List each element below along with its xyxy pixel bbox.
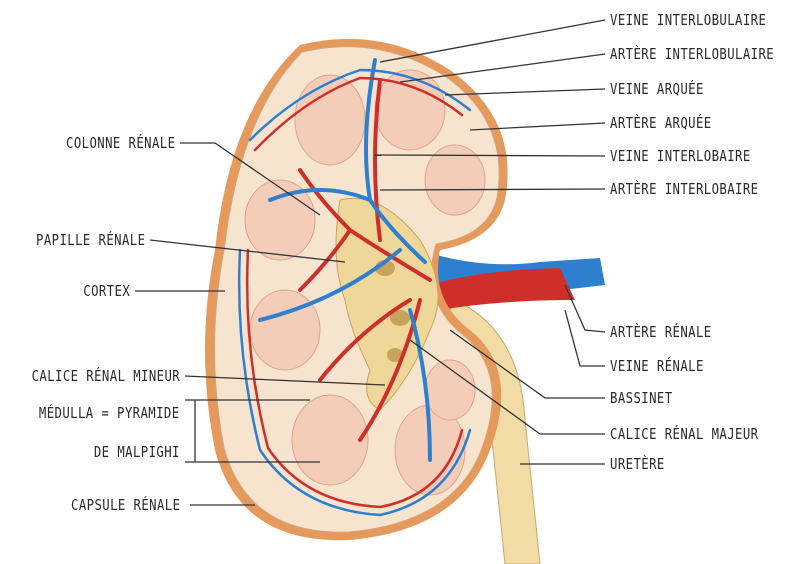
renal-artery	[430, 268, 575, 310]
label-calice-renal-majeur: CALICE RÉNAL MAJEUR	[610, 425, 759, 443]
label-bassinet: BASSINET	[610, 389, 673, 407]
label-artere-arquee: ARTÈRE ARQUÉE	[610, 114, 712, 132]
label-papille-renale: PAPILLE RÉNALE	[35, 231, 145, 249]
label-cortex: CORTEX	[83, 282, 130, 300]
label-capsule-renale: CAPSULE RÉNALE	[70, 496, 180, 514]
label-calice-renal-mineur: CALICE RÉNAL MINEUR	[31, 367, 180, 385]
label-veine-renale: VEINE RÉNALE	[610, 357, 704, 375]
label-veine-arquee: VEINE ARQUÉE	[610, 80, 704, 98]
label-medulla-malpighi: DE MALPIGHI	[94, 443, 180, 461]
leader-lines	[135, 19, 606, 506]
label-artere-interlobaire: ARTÈRE INTERLOBAIRE	[610, 180, 759, 198]
label-colonne-renale: COLONNE RÉNALE	[65, 134, 175, 152]
label-uretere: URETÈRE	[610, 455, 665, 473]
label-veine-interlobaire: VEINE INTERLOBAIRE	[610, 147, 751, 165]
label-artere-interlobulaire: ARTÈRE INTERLOBULAIRE	[610, 45, 775, 63]
label-medulla: MÉDULLA = PYRAMIDE	[39, 404, 180, 422]
label-artere-renale: ARTÈRE RÉNALE	[610, 323, 712, 341]
label-veine-interlobulaire: VEINE INTERLOBULAIRE	[610, 11, 767, 29]
